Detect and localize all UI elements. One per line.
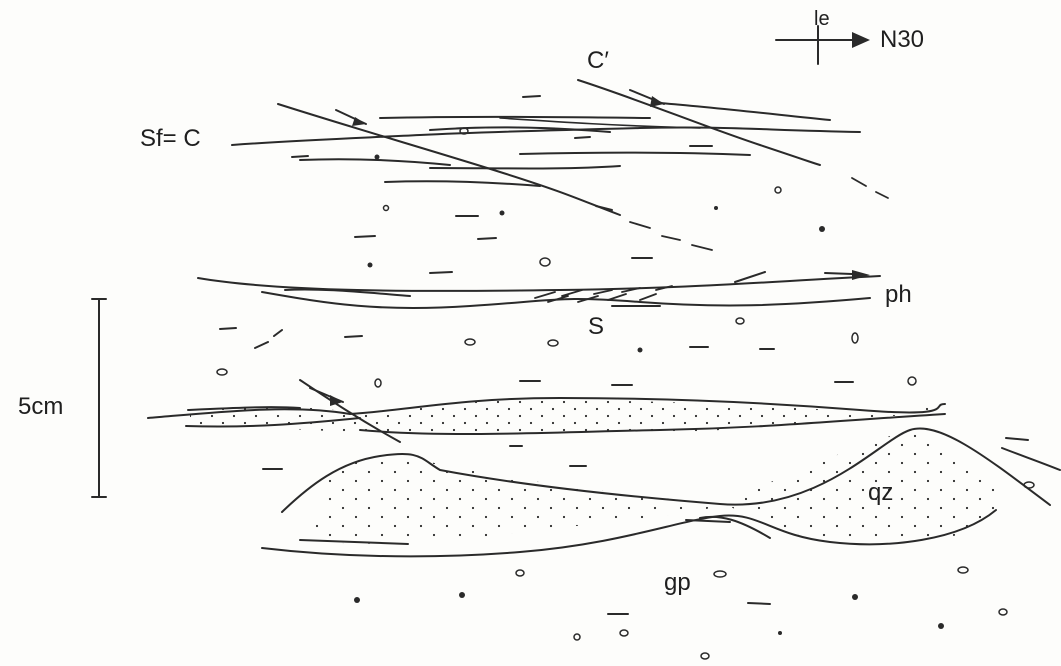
orientation-label-direction: N30 bbox=[880, 26, 924, 53]
label-sf-c: Sf= C bbox=[140, 125, 201, 152]
orientation-arrow: le N30 bbox=[776, 8, 924, 64]
scale-label: 5cm bbox=[18, 393, 63, 420]
upper-shear-zone: C′ Sf= C bbox=[140, 47, 888, 250]
quartz-band bbox=[148, 380, 945, 442]
matrix-clasts bbox=[217, 96, 1034, 659]
label-c-prime: C′ bbox=[587, 47, 609, 74]
lower-lenses: qz gp bbox=[262, 428, 1060, 596]
phyllite-layer: ph S bbox=[198, 270, 912, 340]
label-s: S bbox=[588, 313, 604, 340]
scale-bar: 5cm bbox=[18, 299, 106, 497]
label-gp: gp bbox=[664, 569, 691, 596]
orientation-label-top: le bbox=[814, 8, 830, 30]
label-qz: qz bbox=[868, 479, 893, 506]
label-ph: ph bbox=[885, 281, 912, 308]
